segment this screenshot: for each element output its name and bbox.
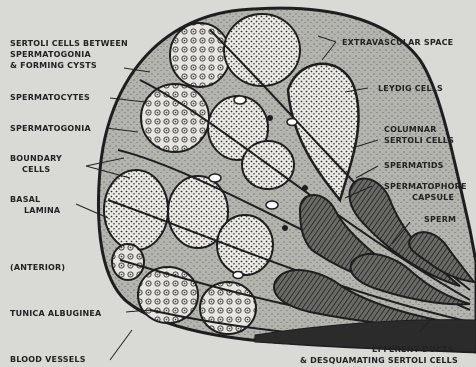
label-boundary-line2: CELLS [22,165,50,174]
label-basal-line2: LAMINA [24,206,61,215]
label-spermatogonia: SPERMATOGONIA [10,124,91,133]
label-columnar-line1: COLUMNAR [384,125,437,134]
label-spermatophore-line2: CAPSULE [412,193,454,202]
cyst [141,84,209,152]
label-tunica: TUNICA ALBUGINEA [10,309,102,318]
label-spermatocytes: SPERMATOCYTES [10,93,90,102]
label-columnar-line2: SERTOLI CELLS [384,136,454,145]
cyst [224,14,300,86]
label-boundary-line1: BOUNDARY [10,154,62,163]
label-sertoli-line3: & FORMING CYSTS [10,61,97,70]
label-leydig: LEYDIG CELLS [378,84,443,93]
label-spermatids: SPERMATIDS [384,161,444,170]
label-basal-line1: BASAL [10,195,40,204]
label-anterior: (ANTERIOR) [10,263,65,272]
label-efferent-line2: & DESQUAMATING SERTOLI CELLS [300,356,458,365]
label-sertoli-line2: SPERMATOGONIA [10,50,91,59]
cyst [170,23,230,87]
label-extravascular: EXTRAVASCULAR SPACE [342,38,453,47]
label-sertoli-line1: SERTOLI CELLS BETWEEN [10,39,128,48]
label-spermatophore-line1: SPERMATOPHORE [384,182,467,191]
label-sperm: SPERM [424,215,456,224]
label-efferent-line1: EFFERENT DUCTS [372,345,453,354]
label-blood: BLOOD VESSELS [10,355,86,364]
